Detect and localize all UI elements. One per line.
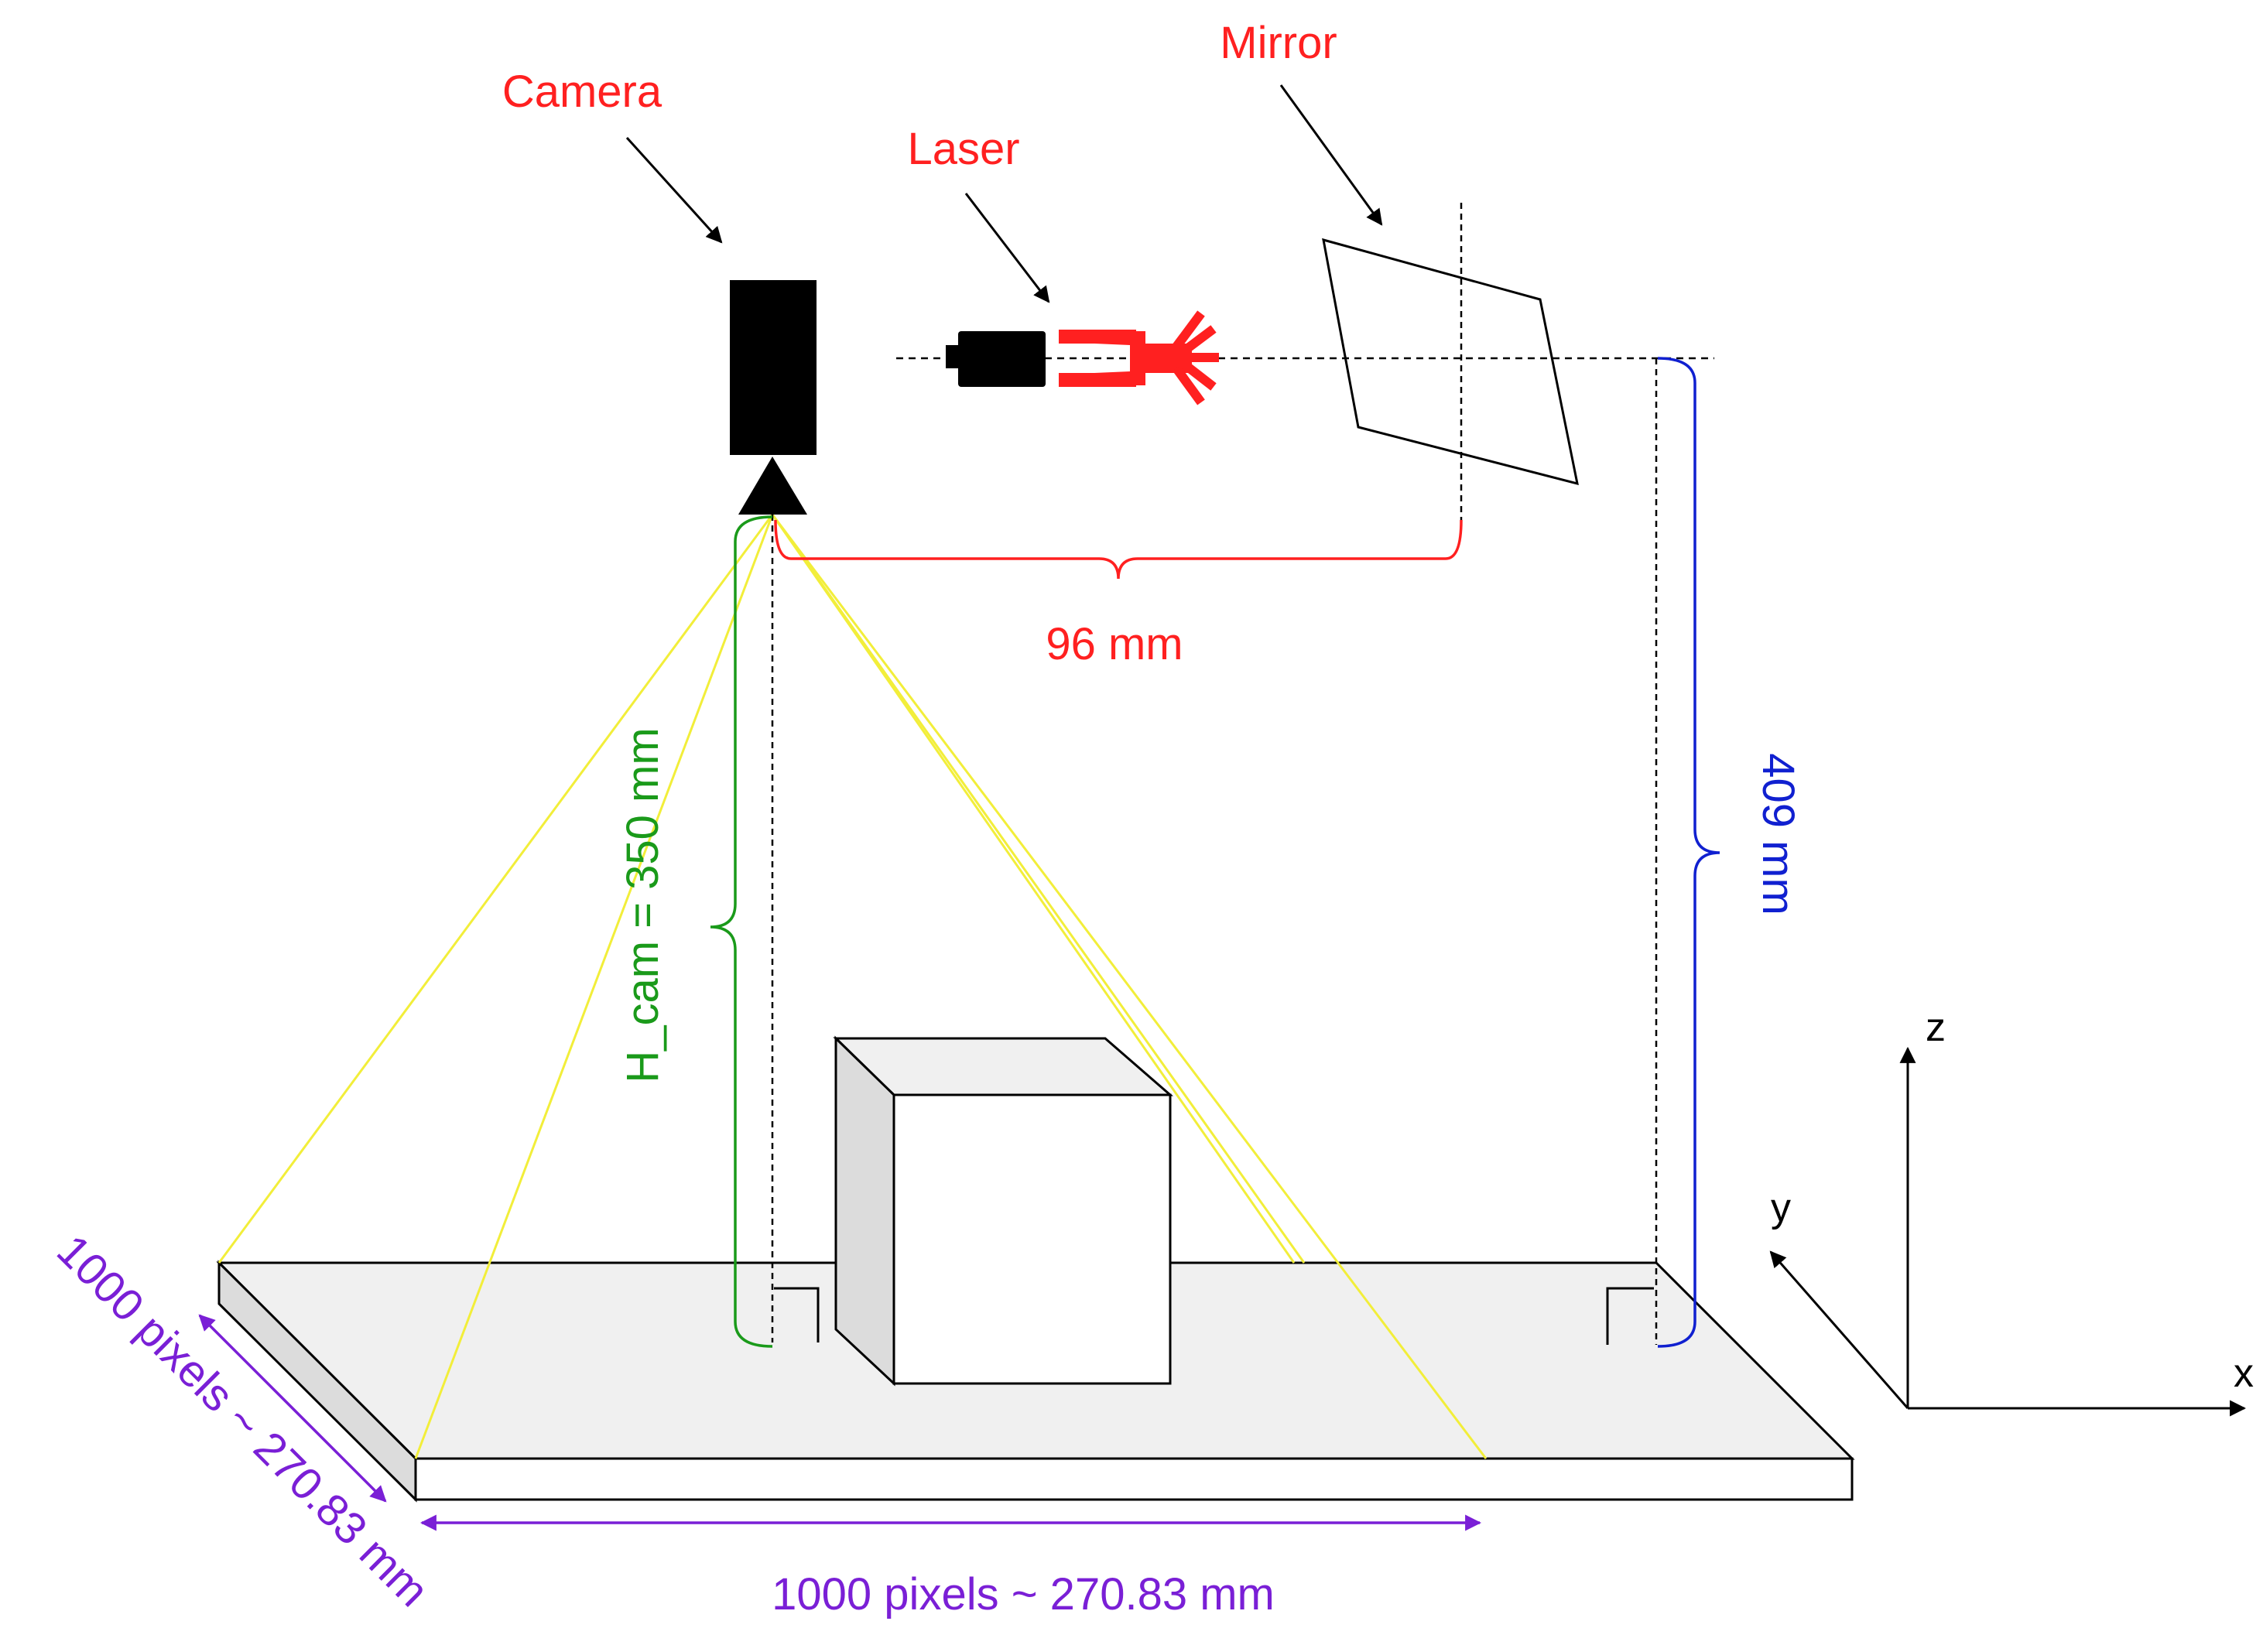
width-measure-label: 1000 pixels ~ 270.83 mm xyxy=(772,1569,1275,1620)
laser-beam-icon xyxy=(1059,310,1219,405)
mirror-height-label: 409 mm xyxy=(1753,753,1803,915)
z-axis-label: z xyxy=(1926,1005,1946,1050)
cube-object-icon xyxy=(833,1035,1174,1387)
camera-label: Camera xyxy=(502,67,662,117)
depth-measure-arrow xyxy=(198,1314,387,1503)
camera-height-label: H_cam = 350 mm xyxy=(618,727,668,1083)
y-axis-label: y xyxy=(1771,1185,1791,1230)
mirror-icon xyxy=(1322,238,1579,486)
x-axis-label: x xyxy=(2234,1351,2254,1396)
laser-label: Laser xyxy=(907,124,1019,174)
camera-mirror-distance-brace xyxy=(774,519,1463,580)
camera-field-of-view xyxy=(217,514,1488,1459)
mirror-label: Mirror xyxy=(1220,18,1337,68)
y-axis-arrow xyxy=(1769,1250,1909,1409)
mirror-height-brace xyxy=(1657,357,1720,1348)
camera-floor-marker xyxy=(774,1287,820,1342)
camera-body-icon xyxy=(730,280,817,455)
camera-height-brace xyxy=(710,515,773,1348)
camera xyxy=(730,280,817,515)
camera-callout-arrow xyxy=(625,136,723,244)
camera-lens-icon xyxy=(738,457,807,515)
laser-callout-arrow xyxy=(964,193,1050,303)
mirror-callout-arrow xyxy=(1279,84,1383,226)
coordinate-axes xyxy=(1769,1046,2247,1417)
mirror-floor-marker xyxy=(1606,1287,1654,1345)
callout-arrows xyxy=(625,84,1383,303)
camera-mirror-distance-label: 96 mm xyxy=(1046,619,1183,669)
laser-icon xyxy=(946,331,1046,387)
platform-front-face xyxy=(414,1457,1854,1501)
